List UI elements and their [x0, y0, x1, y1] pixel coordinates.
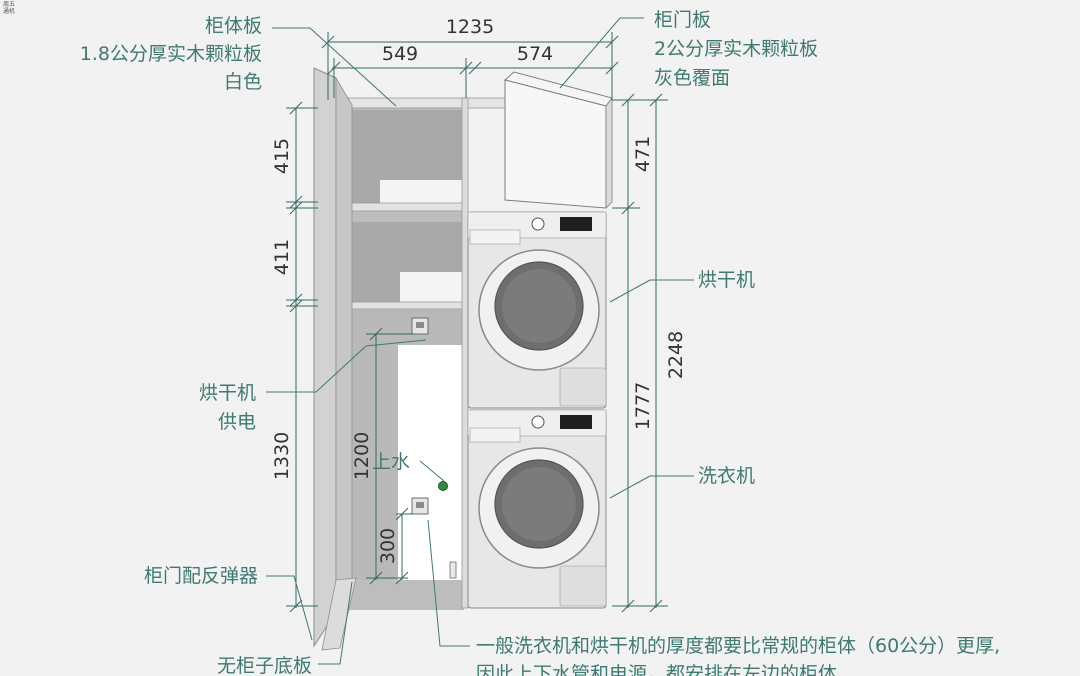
- label-door-panel-1: 柜门板: [654, 9, 711, 31]
- dim-lower-section: 1330: [271, 432, 293, 480]
- corner-tag: 周五 通机: [3, 1, 15, 15]
- corner-tag-line-2: 通机: [3, 8, 16, 15]
- label-washer: 洗衣机: [698, 465, 755, 487]
- washer-drum: [502, 467, 576, 541]
- label-dryer: 烘干机: [698, 269, 755, 291]
- label-dryer-power-1: 烘干机: [199, 382, 256, 404]
- label-dryer-power-2: 供电: [218, 411, 256, 433]
- washer-machine: [467, 409, 607, 609]
- left-door-panel: [313, 67, 337, 648]
- label-door-rebound: 柜门配反弹器: [144, 565, 258, 587]
- dryer-knob: [531, 217, 545, 231]
- dryer-filter-cover: [559, 367, 607, 407]
- dryer-drum: [502, 269, 576, 343]
- label-door-panel-3: 灰色覆面: [654, 67, 730, 89]
- dim-left-width: 549: [382, 43, 418, 65]
- washer-drawer: [469, 427, 521, 443]
- middle-light-patch: [400, 272, 462, 304]
- label-cabinet-panel-1: 柜体板: [205, 15, 262, 37]
- door-bottom-edge: [321, 577, 357, 651]
- label-cabinet-panel-3: 白色: [224, 71, 262, 93]
- dryer-power-socket: [416, 322, 424, 328]
- washer-knob: [531, 415, 545, 429]
- partition-panel: [461, 97, 469, 609]
- dim-machine-stack: 1777: [632, 382, 654, 430]
- label-door-panel-2: 2公分厚实木颗粒板: [654, 38, 818, 60]
- dim-outlet-height: 1200: [351, 432, 373, 480]
- dim-total-height: 2248: [665, 331, 687, 379]
- upper-light-patch: [380, 180, 462, 205]
- dim-door-height: 471: [632, 136, 654, 172]
- washer-filter-cover: [559, 565, 607, 607]
- corner-tag-line-1: 周五: [3, 1, 16, 8]
- note-line-1: 一般洗衣机和烘干机的厚度都要比常规的柜体（60公分）更厚,: [476, 635, 1000, 657]
- left-side-panel: [335, 76, 353, 613]
- dryer-display: [560, 217, 592, 231]
- top-panel: [329, 97, 507, 109]
- drain-pipe: [449, 561, 457, 579]
- upper-right-door: [503, 71, 613, 209]
- water-inlet-valve: [438, 481, 448, 491]
- label-water-inlet: 上水: [372, 451, 410, 473]
- note-line-2: 因此上下水管和电源，都安排在左边的柜体: [476, 663, 837, 676]
- dim-low-outlet-height: 300: [377, 528, 399, 564]
- shelf-upper: [337, 202, 465, 212]
- label-cabinet-panel-2: 1.8公分厚实木颗粒板: [80, 43, 262, 65]
- leader-lines: [266, 17, 694, 665]
- shelf-middle: [337, 301, 465, 310]
- door-side-edge: [605, 96, 613, 209]
- label-no-base: 无柜子底板: [217, 655, 312, 676]
- washer-power-socket: [416, 502, 424, 508]
- dryer-drawer: [469, 229, 521, 245]
- washer-display: [560, 415, 592, 429]
- dim-middle-shelf: 411: [271, 239, 293, 275]
- cabinet-body: [313, 67, 507, 651]
- dim-right-width: 574: [517, 43, 553, 65]
- dim-upper-shelf: 415: [271, 138, 293, 174]
- lower-light-patch: [398, 345, 462, 580]
- dimension-lines: [286, 32, 668, 613]
- dryer-machine: [467, 211, 607, 409]
- dim-total-width: 1235: [446, 16, 494, 38]
